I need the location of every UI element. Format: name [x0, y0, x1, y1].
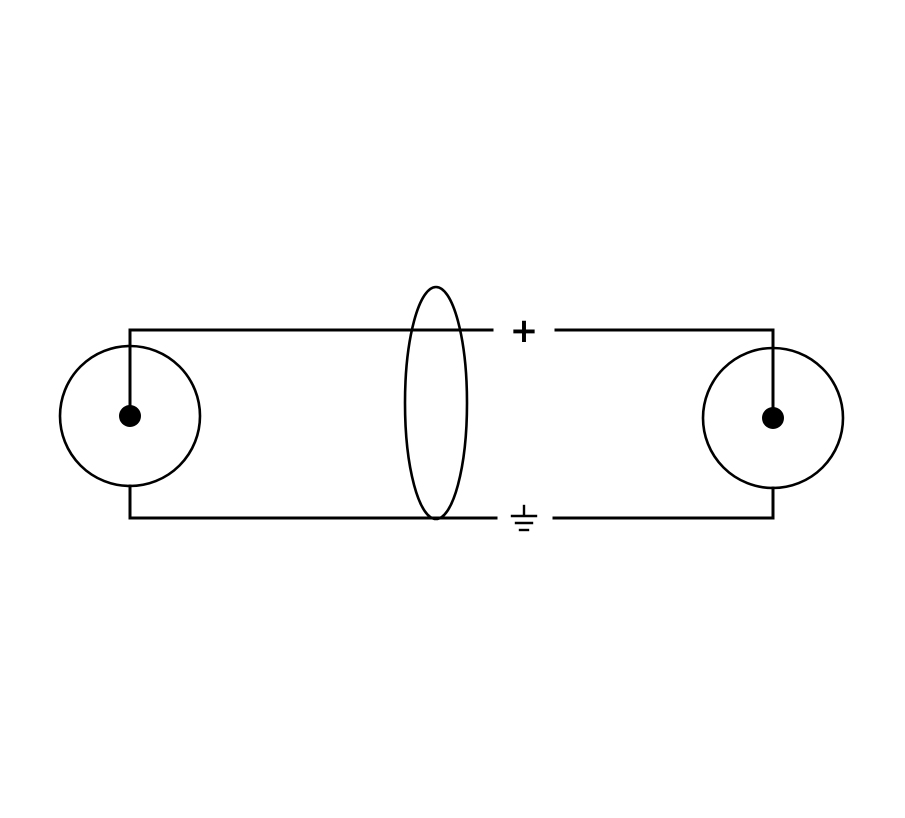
- signal-wire-right: [554, 328, 775, 420]
- ground-conductor: [128, 484, 775, 520]
- cable-shield-ellipse: [403, 285, 469, 521]
- signal-wire-left: [128, 328, 494, 418]
- ground-wire-left: [128, 484, 498, 520]
- signal-conductor: [128, 328, 775, 420]
- ground-icon: [510, 504, 538, 532]
- ground-wire-right: [552, 486, 775, 520]
- positive-symbol: +: [510, 311, 539, 351]
